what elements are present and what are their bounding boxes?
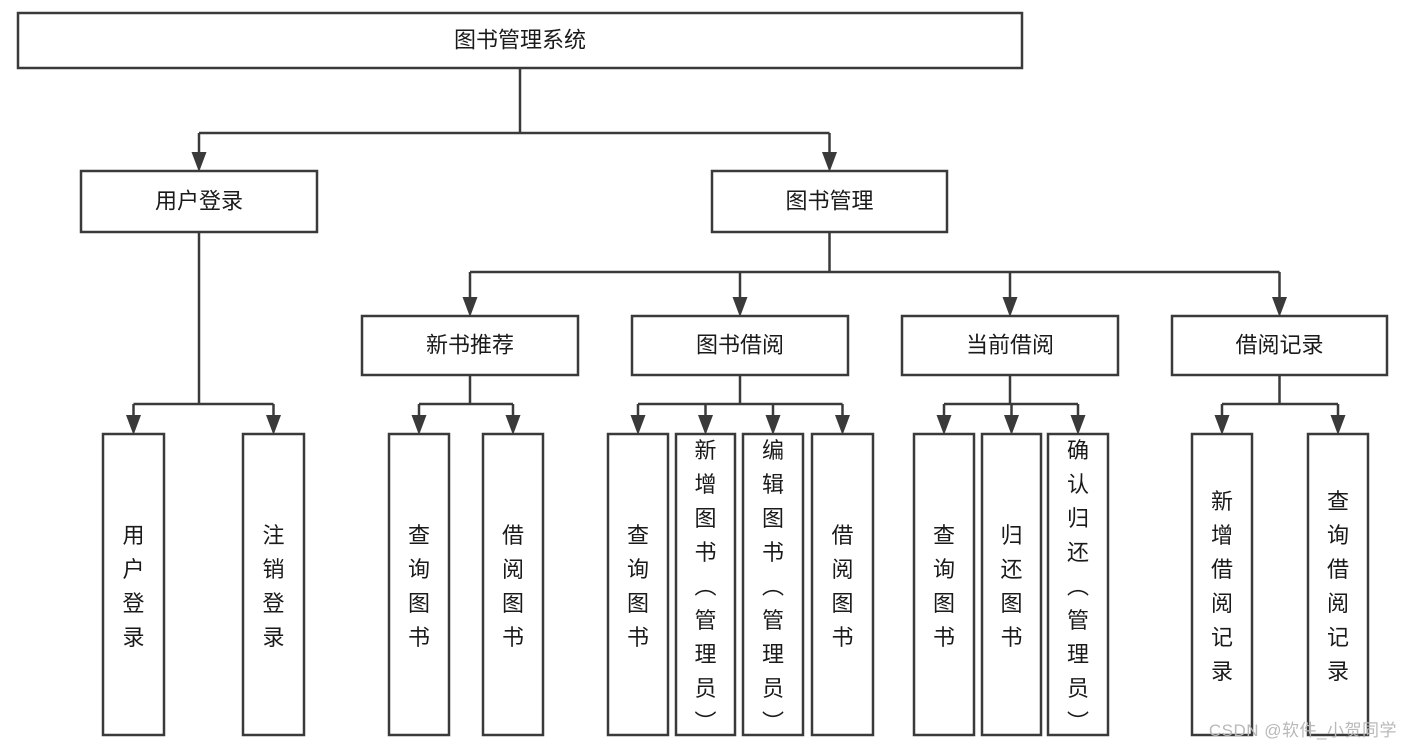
node-l2-book-borrow[interactable]: 图书借阅 (630, 314, 850, 377)
node-l1-book-mgmt[interactable]: 图书管理 (710, 169, 949, 234)
node-label-l3-user-login: 用户登录 (122, 523, 144, 650)
arrow-head-icon-l3-query-book-c (936, 415, 952, 435)
node-box-l3-borrow-book-b[interactable] (810, 432, 875, 737)
arrow-head-icon-l1-login (191, 152, 207, 172)
arrow-head-icon-l3-return-book (1004, 415, 1019, 435)
node-box-l3-add-borrow-record[interactable] (1190, 432, 1254, 737)
node-box-l2-book-borrow[interactable] (630, 314, 850, 377)
arrow-head-icon-l2-current-borrow (1002, 297, 1018, 317)
nodes-layer: 图书管理系统用户登录图书管理新书推荐图书借阅当前借阅借阅记录用户登录注销登录查询… (16, 11, 1389, 737)
node-box-root[interactable] (16, 11, 1024, 70)
arrow-head-icon-l2-borrow-record (1272, 297, 1287, 317)
node-label-l3-logout: 注销登录 (262, 523, 284, 650)
node-label-l3-add-book-admin: 新增图书︵管理员︶ (694, 438, 716, 735)
arrow-head-icon-l3-borrow-book-a (505, 415, 521, 435)
edge-group-l1-login (126, 232, 281, 435)
arrow-head-icon-l3-logout (266, 415, 281, 435)
arrow-head-icon-l3-confirm-return-admin (1070, 415, 1086, 435)
node-box-l1-book-mgmt[interactable] (710, 169, 949, 234)
node-box-l2-current-borrow[interactable] (900, 314, 1120, 377)
edge-group-l2-new-book-rec (411, 375, 521, 435)
node-label-l3-query-book-c: 查询图书 (933, 523, 955, 650)
node-l3-add-book-admin[interactable]: 新增图书︵管理员︶ (674, 432, 737, 737)
node-l3-user-login[interactable]: 用户登录 (101, 432, 166, 737)
node-label-l3-borrow-book-a: 借阅图书 (502, 523, 524, 650)
node-label-l2-current-borrow: 当前借阅 (966, 332, 1054, 357)
node-label-l2-new-book-rec: 新书推荐 (426, 332, 514, 357)
arrow-head-icon-l3-add-book-admin (698, 415, 713, 435)
node-box-l3-user-login[interactable] (101, 432, 166, 737)
node-l3-query-book-a[interactable]: 查询图书 (387, 432, 451, 737)
arrow-head-icon-l3-add-borrow-record (1214, 415, 1230, 435)
arrow-head-icon-l3-edit-book-admin (765, 415, 781, 435)
node-label-l3-query-borrow-record: 查询借阅记录 (1327, 489, 1349, 684)
node-l3-query-borrow-record[interactable]: 查询借阅记录 (1306, 432, 1370, 737)
node-label-l3-borrow-book-b: 借阅图书 (831, 523, 853, 650)
edge-group-l2-current-borrow (936, 375, 1086, 435)
node-l1-login[interactable]: 用户登录 (79, 169, 319, 234)
node-box-l3-logout[interactable] (241, 432, 306, 737)
node-label-l2-book-borrow: 图书借阅 (696, 332, 784, 357)
node-box-l3-return-book[interactable] (980, 432, 1043, 737)
arrow-head-icon-l2-book-borrow (732, 297, 748, 317)
node-l2-borrow-record[interactable]: 借阅记录 (1170, 314, 1389, 377)
node-box-l3-query-book-a[interactable] (387, 432, 451, 737)
node-label-l1-login: 用户登录 (155, 188, 243, 213)
node-l2-new-book-rec[interactable]: 新书推荐 (360, 314, 580, 377)
arrow-head-icon-l1-book-mgmt (822, 152, 837, 172)
node-box-l3-borrow-book-a[interactable] (481, 432, 545, 737)
arrow-head-icon-l3-query-book-a (411, 415, 427, 435)
node-box-l3-confirm-return-admin[interactable] (1046, 432, 1110, 737)
node-label-l3-confirm-return-admin: 确认归还︵管理员︶ (1067, 438, 1089, 735)
node-box-l2-new-book-rec[interactable] (360, 314, 580, 377)
node-box-l3-query-book-c[interactable] (912, 432, 976, 737)
node-l3-query-book-b[interactable]: 查询图书 (606, 432, 670, 737)
node-l3-add-borrow-record[interactable]: 新增借阅记录 (1190, 432, 1254, 737)
node-label-l3-add-borrow-record: 新增借阅记录 (1211, 489, 1233, 684)
watermark-label: CSDN @软件_小贺同学 (1208, 721, 1397, 740)
edge-group-l2-book-borrow (630, 375, 850, 435)
node-l3-return-book[interactable]: 归还图书 (980, 432, 1043, 737)
node-l3-edit-book-admin[interactable]: 编辑图书︵管理员︶ (741, 432, 805, 737)
node-box-l3-edit-book-admin[interactable] (741, 432, 805, 737)
arrow-head-icon-l3-query-borrow-record (1330, 415, 1346, 435)
arrow-head-icon-l3-user-login (126, 415, 141, 435)
node-label-l3-return-book: 归还图书 (1000, 523, 1022, 650)
edge-group-l2-borrow-record (1214, 375, 1346, 435)
node-label-l3-edit-book-admin: 编辑图书︵管理员︶ (762, 438, 784, 735)
node-l3-confirm-return-admin[interactable]: 确认归还︵管理员︶ (1046, 432, 1110, 737)
node-l2-current-borrow[interactable]: 当前借阅 (900, 314, 1120, 377)
node-box-l3-add-book-admin[interactable] (674, 432, 737, 737)
arrow-head-icon-l2-new-book-rec (462, 297, 478, 317)
edge-group-root (191, 68, 837, 172)
node-box-l3-query-book-b[interactable] (606, 432, 670, 737)
node-l3-borrow-book-a[interactable]: 借阅图书 (481, 432, 545, 737)
node-box-l1-login[interactable] (79, 169, 319, 234)
edges-layer (126, 68, 1346, 435)
edge-group-l1-book-mgmt (462, 232, 1287, 317)
node-label-l1-book-mgmt: 图书管理 (785, 188, 873, 213)
node-l3-logout[interactable]: 注销登录 (241, 432, 306, 737)
node-label-l2-borrow-record: 借阅记录 (1235, 332, 1323, 357)
arrow-head-icon-l3-query-book-b (630, 415, 646, 435)
arrow-head-icon-l3-borrow-book-b (835, 415, 850, 435)
node-l3-query-book-c[interactable]: 查询图书 (912, 432, 976, 737)
node-label-root: 图书管理系统 (454, 27, 586, 52)
node-label-l3-query-book-a: 查询图书 (408, 523, 430, 650)
node-l3-borrow-book-b[interactable]: 借阅图书 (810, 432, 875, 737)
node-box-l3-query-borrow-record[interactable] (1306, 432, 1370, 737)
node-label-l3-query-book-b: 查询图书 (627, 523, 649, 650)
node-root[interactable]: 图书管理系统 (16, 11, 1024, 70)
node-box-l2-borrow-record[interactable] (1170, 314, 1389, 377)
